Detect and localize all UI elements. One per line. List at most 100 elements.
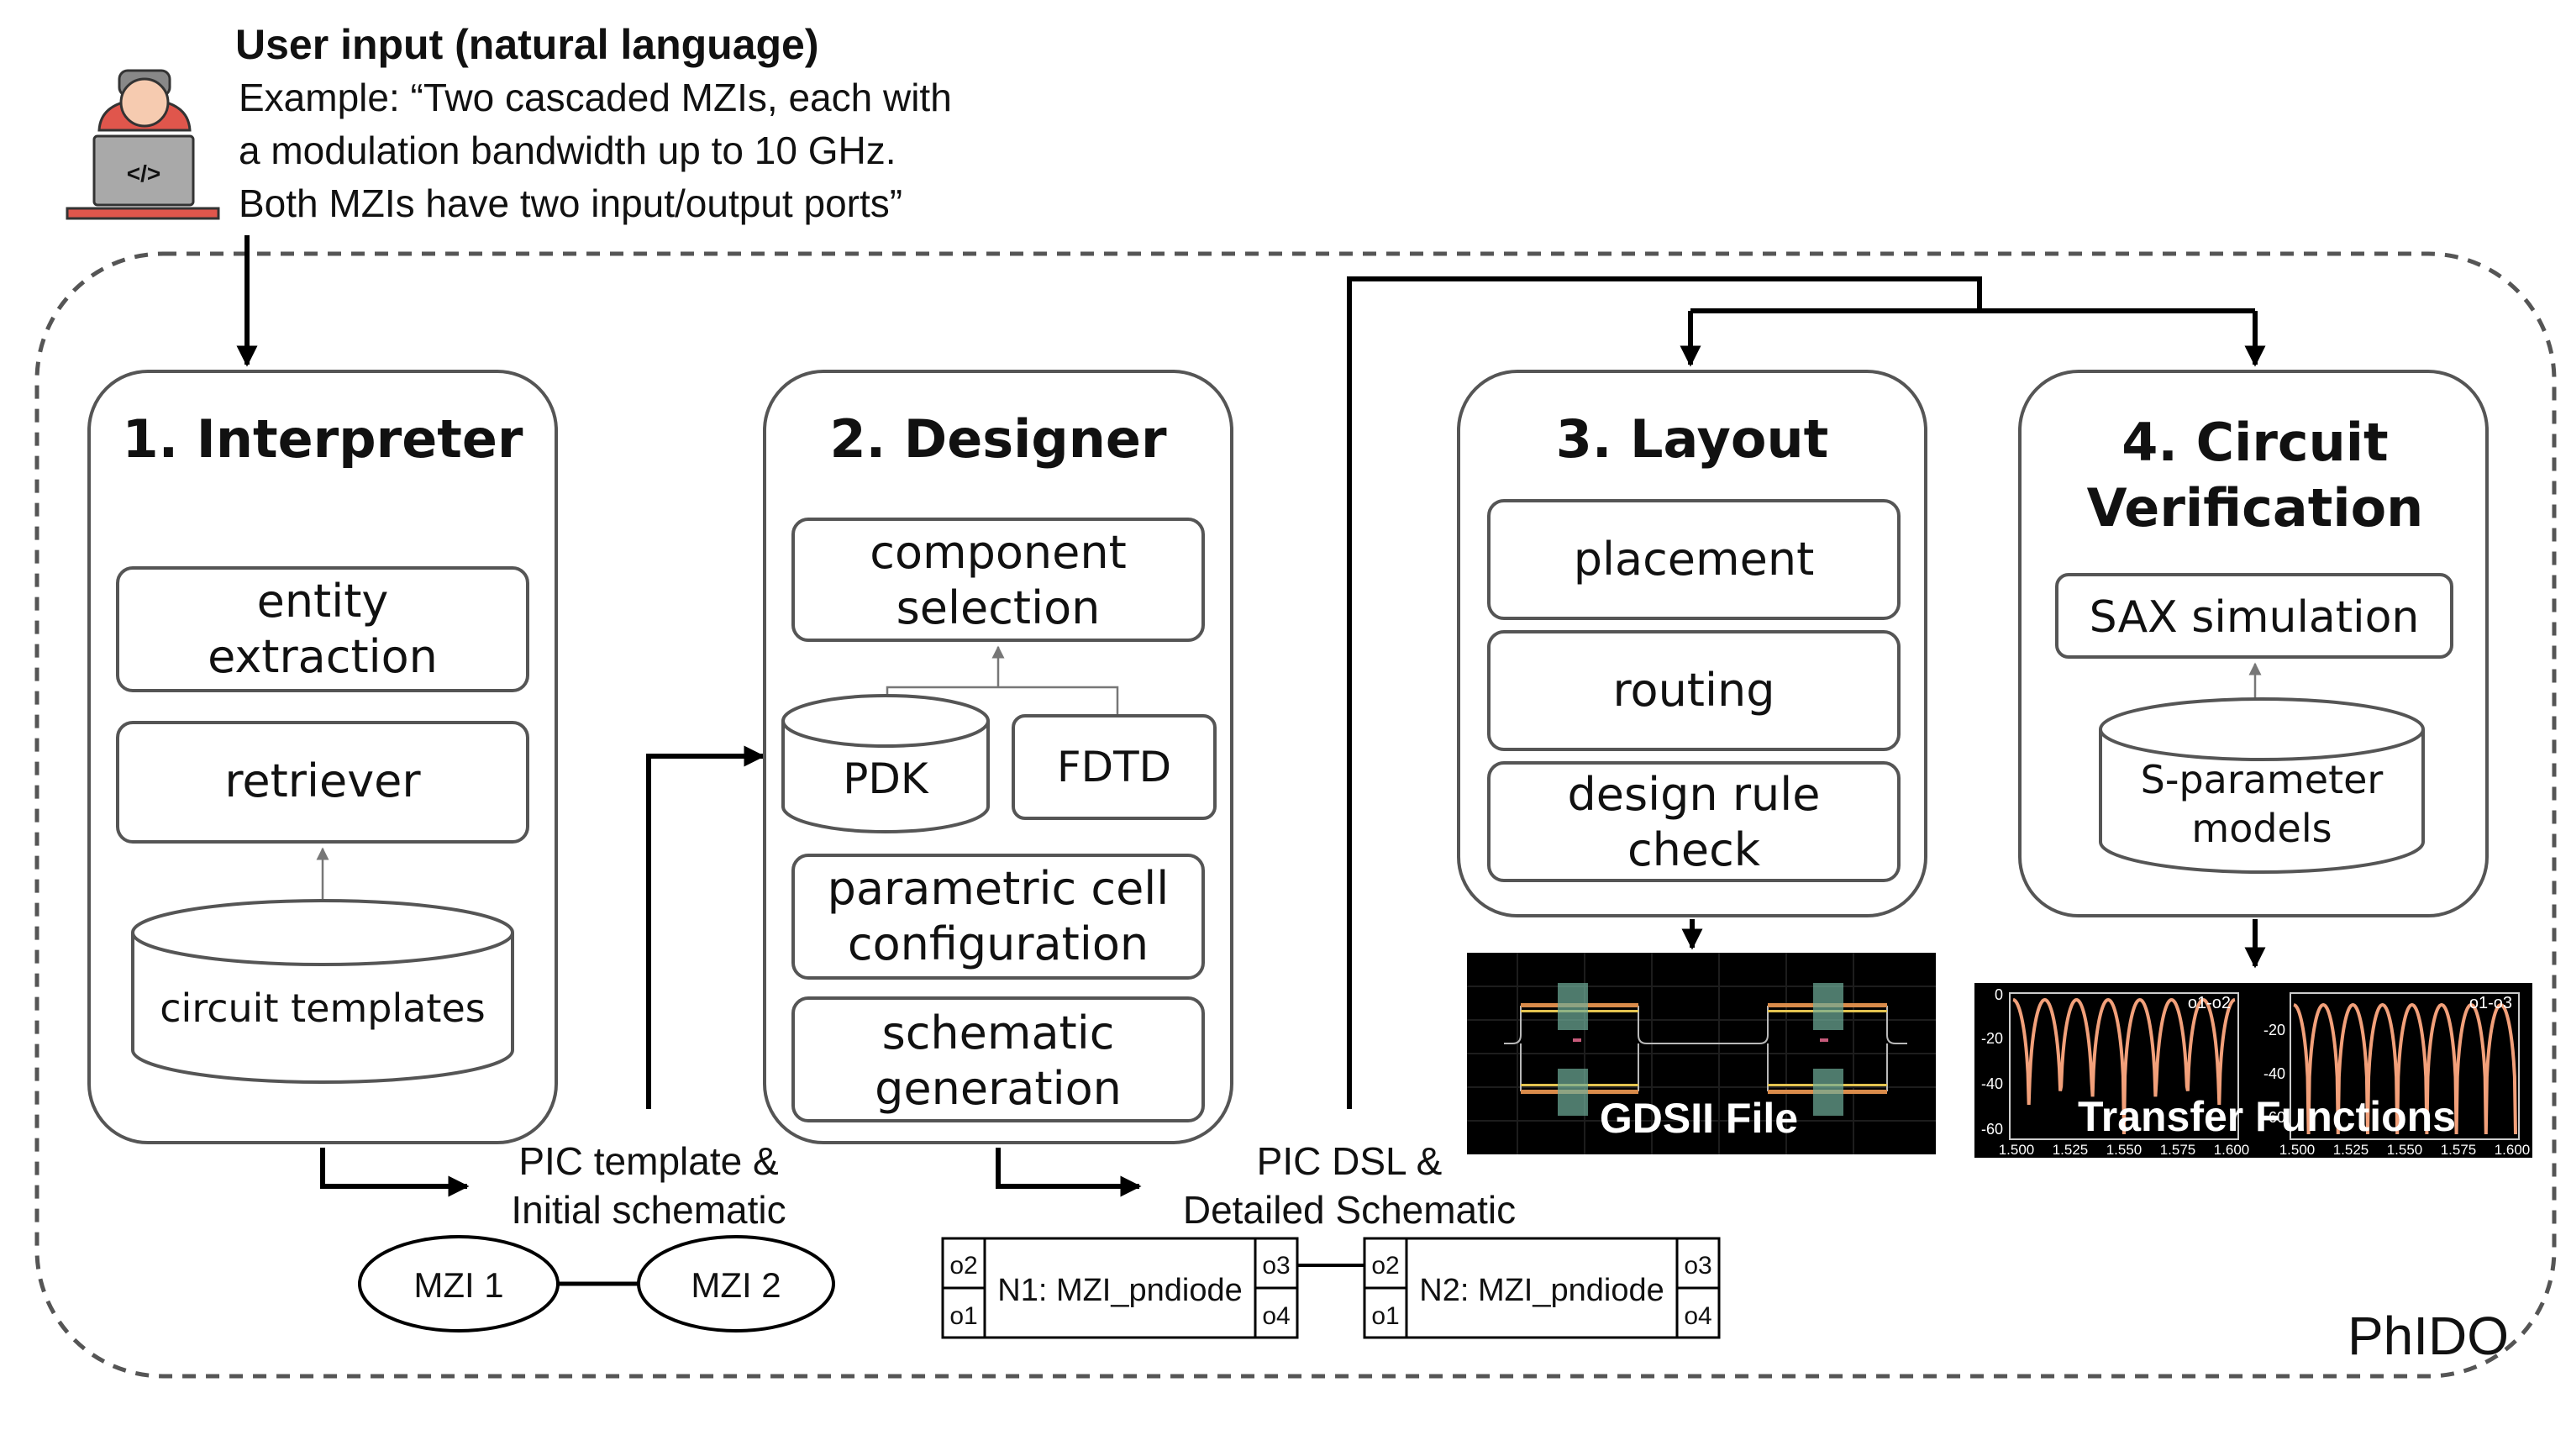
- handoff2-label-line-2: Detailed Schematic: [1183, 1188, 1516, 1232]
- component-selection-box: [791, 518, 1205, 642]
- placement-label: placement: [1574, 533, 1815, 586]
- parametric-cell-line-1: parametric cell: [828, 862, 1170, 915]
- s-parameter-database: [2099, 697, 2425, 874]
- retriever-label: retriever: [224, 754, 421, 807]
- handoff1-label-line-1: PIC template &: [518, 1139, 778, 1183]
- mzi-node-1-label: MZI 1: [413, 1265, 503, 1305]
- plot-right: o1-o3 -20 -40 -60 1.500 1.525 1.550 1.57…: [2263, 992, 2531, 1158]
- plot-right-xtick-3: 1.575: [2441, 1142, 2477, 1158]
- circuit-templates-database: [131, 899, 514, 1084]
- arrow-interpreter-to-template: [320, 1148, 470, 1197]
- n2-name: N2: MZI_pndiode: [1419, 1273, 1664, 1308]
- n1-port-o2: o2: [949, 1252, 977, 1280]
- netlist-node-n1: o2 o1 o3 o4 N1: MZI_pndiode: [941, 1237, 1299, 1339]
- handoff2-label-line-1: PIC DSL &: [1257, 1139, 1443, 1183]
- designer-title: 2. Designer: [829, 408, 1167, 470]
- n1-port-o3: o3: [1262, 1252, 1290, 1280]
- plot-left-xtick-0: 1.500: [1999, 1142, 2035, 1158]
- plot-left-ytick-1: -20: [1981, 1030, 2003, 1047]
- component-selection-line-1: component: [870, 526, 1127, 579]
- verification-stage: 4. Circuit Verification SAX simulation S…: [2018, 370, 2489, 917]
- phido-system-boundary: [34, 251, 2557, 1379]
- component-selection-line-2: selection: [896, 581, 1101, 634]
- layout-stage: 3. Layout placement routing design rule …: [1457, 370, 1927, 917]
- mzi-node-2-label: MZI 2: [691, 1265, 781, 1305]
- plot-right-xtick-0: 1.500: [2279, 1142, 2316, 1158]
- n2-port-o1: o1: [1371, 1302, 1399, 1330]
- interpreter-stage: 1. Interpreter entity extraction retriev…: [87, 370, 558, 1144]
- transfer-functions-label: Transfer Functions: [2078, 1093, 2456, 1140]
- fdtd-box: [1012, 714, 1217, 820]
- plot-left: o1-o2 0 -20 -40 -60 1.500 1.525 1.550 1.…: [1981, 986, 2249, 1158]
- plot-right-xtick-2: 1.550: [2387, 1142, 2423, 1158]
- sax-simulation-label: SAX simulation: [2090, 592, 2420, 643]
- schematic-generation-line-1: schematic: [882, 1007, 1115, 1059]
- plot-left-xtick-3: 1.575: [2160, 1142, 2196, 1158]
- verification-title-line-2: Verification: [2087, 477, 2424, 539]
- schematic-generation-line-2: generation: [875, 1062, 1122, 1115]
- mzi-node-2: [637, 1235, 835, 1332]
- s-parameter-line-2: models: [2191, 806, 2332, 851]
- drc-line-1: design rule: [1568, 768, 1821, 821]
- plot-left-legend: o1-o2: [2188, 994, 2231, 1012]
- pdk-label: PDK: [843, 754, 929, 803]
- user-input-title: User input (natural language): [235, 21, 819, 68]
- system-label: PhIDO: [2348, 1306, 2509, 1366]
- entity-extraction-line-1: entity: [257, 575, 389, 628]
- designer-stage: 2. Designer component selection PDK FDTD…: [763, 370, 1233, 1144]
- plot-left-ytick-0: 0: [1995, 986, 2003, 1003]
- arrow-designer-to-dsl: [996, 1148, 1142, 1197]
- gdsii-preview: GDSII File: [1467, 953, 1936, 1154]
- fdtd-label: FDTD: [1057, 743, 1171, 791]
- parametric-cell-box: [791, 854, 1205, 980]
- user-example-line-2: a modulation bandwidth up to 10 GHz.: [239, 129, 896, 172]
- plot-right-xtick-1: 1.525: [2333, 1142, 2369, 1158]
- n1-port-o1: o1: [949, 1302, 977, 1330]
- verification-title-line-1: 4. Circuit: [2121, 412, 2388, 473]
- plot-left-ytick-3: -60: [1981, 1121, 2003, 1138]
- plot-left-xtick-4: 1.600: [2214, 1142, 2250, 1158]
- plot-right-ytick-0: -20: [2263, 1022, 2285, 1038]
- plot-right-ytick-2: -60: [2263, 1109, 2285, 1126]
- initial-schematic: MZI 1 MZI 2: [358, 1235, 835, 1332]
- plot-right-xtick-4: 1.600: [2495, 1142, 2531, 1158]
- n1-name: N1: MZI_pndiode: [997, 1273, 1243, 1308]
- pdk-database: [781, 694, 990, 833]
- s-parameter-line-1: S-parameter: [2141, 757, 2384, 802]
- parametric-cell-line-2: configuration: [848, 917, 1149, 970]
- entity-extraction-box: [116, 566, 529, 692]
- mzi-node-1: [358, 1235, 560, 1332]
- routing-label: routing: [1613, 664, 1775, 717]
- n2-port-o2: o2: [1371, 1252, 1399, 1280]
- circuit-templates-label: circuit templates: [160, 986, 485, 1031]
- sax-simulation-box: [2055, 573, 2453, 659]
- routing-box: [1487, 630, 1901, 751]
- entity-extraction-line-2: extraction: [208, 630, 438, 683]
- code-glyph: </>: [127, 160, 160, 187]
- arrow-template-to-designer: [646, 745, 765, 1109]
- plot-left-xtick-1: 1.525: [2053, 1142, 2089, 1158]
- layout-title: 3. Layout: [1556, 408, 1829, 470]
- netlist-node-n2: o2 o1 o3 o4 N2: MZI_pndiode: [1363, 1237, 1721, 1339]
- user-example-line-3: Both MZIs have two input/output ports”: [239, 181, 902, 225]
- interpreter-title: 1. Interpreter: [122, 408, 523, 470]
- plot-right-legend: o1-o3: [2469, 994, 2512, 1012]
- drc-line-2: check: [1627, 823, 1761, 876]
- n1-port-o4: o4: [1262, 1302, 1290, 1330]
- n2-port-o3: o3: [1684, 1252, 1711, 1280]
- placement-box: [1487, 499, 1901, 620]
- schematic-generation-box: [791, 996, 1205, 1122]
- gdsii-label: GDSII File: [1600, 1095, 1798, 1142]
- plot-left-ytick-2: -40: [1981, 1075, 2003, 1092]
- transfer-functions-preview: o1-o2 0 -20 -40 -60 1.500 1.525 1.550 1.…: [1974, 983, 2532, 1158]
- arrow-dsl-to-layout-verification: [1347, 276, 1982, 1109]
- user-coder-icon: </>: [66, 69, 220, 220]
- detailed-schematic: o2 o1 o3 o4 N1: MZI_pndiode o2 o1 o3 o4 …: [941, 1237, 1721, 1339]
- retriever-box: [116, 721, 529, 844]
- plot-right-ytick-1: -40: [2263, 1065, 2285, 1082]
- handoff1-label-line-2: Initial schematic: [511, 1188, 786, 1232]
- drc-box: [1487, 761, 1901, 882]
- plot-left-xtick-2: 1.550: [2106, 1142, 2142, 1158]
- n2-port-o4: o4: [1684, 1302, 1711, 1330]
